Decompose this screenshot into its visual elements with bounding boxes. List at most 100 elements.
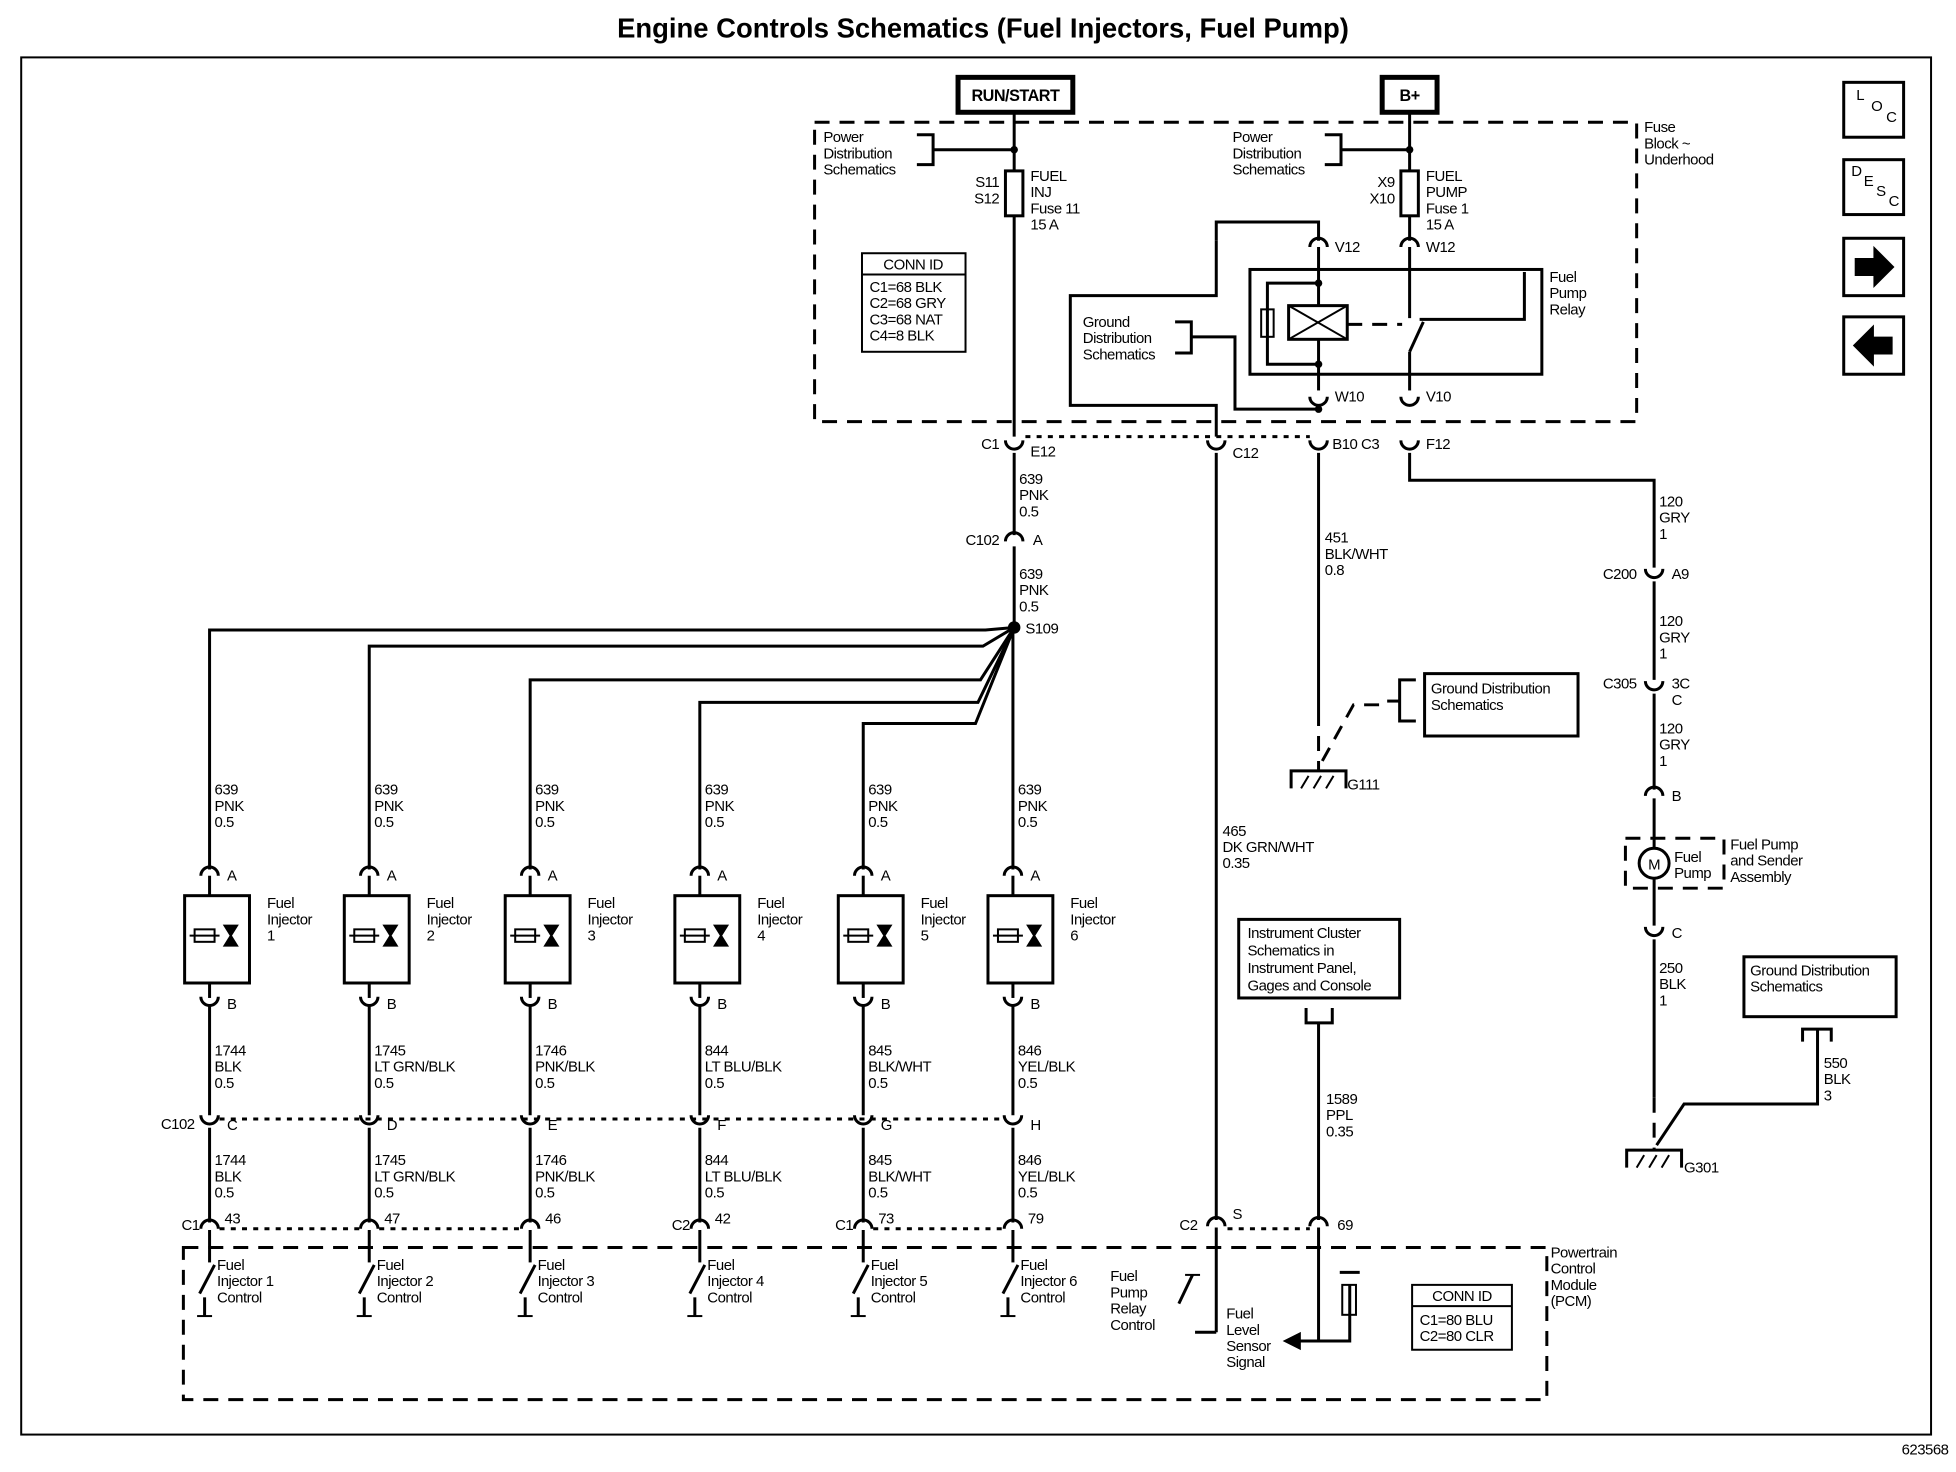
pcm-connector: C2 xyxy=(1179,1217,1197,1234)
wire-label: 0.5 xyxy=(535,1185,554,1202)
injector-label: Fuel xyxy=(588,895,615,912)
pcm-pin: 69 xyxy=(1337,1217,1353,1234)
power-distribution-label: Schematics xyxy=(1232,162,1304,179)
wire-label: PNK xyxy=(868,798,898,815)
instrument-cluster-label: Gages and Console xyxy=(1247,977,1371,994)
c102-pin: C xyxy=(227,1117,238,1134)
wire-label: BLK xyxy=(1824,1071,1851,1088)
injector-driver-switch-icon xyxy=(851,1264,870,1295)
wire-label: 0.5 xyxy=(374,814,393,831)
relay-label: Fuel xyxy=(1549,269,1576,286)
pin-c305: 3C xyxy=(1672,676,1691,693)
bracket xyxy=(1175,320,1193,355)
desc-button[interactable] xyxy=(1842,158,1906,217)
loc-letter: C xyxy=(1886,109,1897,126)
ground-hatch xyxy=(1300,775,1310,789)
wire-label: PNK xyxy=(535,798,565,815)
connector-female-icon xyxy=(1399,236,1420,248)
pin-c: C xyxy=(1672,925,1683,942)
pcm-pin: 46 xyxy=(545,1211,561,1228)
wire-label: PNK xyxy=(705,798,735,815)
injector-valve-icon xyxy=(543,924,560,947)
junction-dot xyxy=(1314,405,1323,413)
relay-control-label: Pump xyxy=(1110,1284,1147,1301)
injector-label: 1 xyxy=(267,928,275,945)
bracket xyxy=(1324,133,1343,167)
wire-label: 0.5 xyxy=(374,1185,393,1202)
next-button[interactable] xyxy=(1842,236,1906,298)
pin-a: A xyxy=(387,868,397,885)
relay-control-label: Fuel xyxy=(1110,1268,1137,1285)
injector-control-label: Control xyxy=(707,1289,752,1306)
wire-label: 1589 xyxy=(1326,1091,1357,1108)
injector-control-label: Fuel xyxy=(1020,1257,1047,1274)
connector-male-icon xyxy=(199,1115,220,1126)
wire-label: LT GRN/BLK xyxy=(374,1168,455,1185)
wire-label: 120 xyxy=(1659,493,1683,510)
connector-male-icon xyxy=(1308,396,1329,407)
coil-x xyxy=(1288,304,1348,341)
fuse-inj-label: 15 A xyxy=(1030,217,1058,234)
diode-loop xyxy=(1265,281,1319,366)
fuel-pump-label: Pump xyxy=(1674,865,1711,882)
connector-female-icon xyxy=(199,865,220,876)
wire xyxy=(1655,1029,1820,1146)
pin-a: A xyxy=(1030,868,1040,885)
prev-button[interactable] xyxy=(1842,315,1906,376)
wire-label: PNK xyxy=(215,798,245,815)
ground-label: G111 xyxy=(1347,777,1380,794)
injector-feed-wire xyxy=(698,626,1016,870)
injector-control-label: Control xyxy=(1020,1289,1065,1306)
wire-label: 1 xyxy=(1659,646,1667,663)
connector-female-icon xyxy=(853,1218,874,1229)
instrument-cluster-box xyxy=(1237,917,1402,1000)
wire-label: 0.8 xyxy=(1325,562,1344,579)
connector-female-icon xyxy=(1643,785,1665,797)
level-signal-label: Fuel xyxy=(1226,1306,1253,1323)
injector-label: Fuel xyxy=(1070,895,1097,912)
c102-pin: E xyxy=(548,1117,558,1134)
wire-label: 846 xyxy=(1018,1152,1042,1169)
pcm-label: Control xyxy=(1551,1261,1596,1278)
pin-c12: C12 xyxy=(1232,445,1258,462)
pcm-connector: C1 xyxy=(181,1217,199,1234)
injector-label: Fuel xyxy=(267,895,294,912)
fuse-pin: X9 xyxy=(1377,174,1394,191)
connector-female-icon xyxy=(1308,1216,1329,1227)
wire-label: 1746 xyxy=(535,1042,566,1059)
wire xyxy=(1320,703,1388,762)
pcm-conn-id-table xyxy=(1411,1283,1513,1351)
conn-id-row: C4=8 BLK xyxy=(869,328,934,345)
fuse-inj-label: Fuse 11 xyxy=(1030,200,1080,217)
injector-driver-switch-icon xyxy=(688,1264,707,1295)
connector-male-icon xyxy=(1643,926,1665,938)
wire-label: 0.5 xyxy=(374,1075,393,1092)
injector-label: Fuel xyxy=(921,895,948,912)
connector-male-icon xyxy=(1002,1115,1024,1126)
pin-b: B xyxy=(881,996,891,1013)
ground-hatch xyxy=(1312,775,1322,789)
injector-valve-icon xyxy=(712,924,730,947)
wire-label: BLK xyxy=(215,1059,242,1076)
injector-control-label: Injector 3 xyxy=(538,1273,595,1290)
wire-label: GRY xyxy=(1659,737,1690,754)
conn-c305: C305 xyxy=(1603,676,1637,693)
wire-label: PNK/BLK xyxy=(535,1168,595,1185)
wire-label: 845 xyxy=(868,1152,892,1169)
injector-control-label: Fuel xyxy=(377,1257,404,1274)
injector-label: Injector xyxy=(757,911,803,928)
wire-label: 639 xyxy=(1018,782,1042,799)
fuse-pump-label: Fuse 1 xyxy=(1426,200,1469,217)
injector-valve-icon xyxy=(876,924,893,947)
injector-control-label: Control xyxy=(217,1289,262,1306)
loc-button[interactable] xyxy=(1842,80,1906,139)
level-signal-label: Sensor xyxy=(1226,1338,1271,1355)
fuel-pump-label: Fuel xyxy=(1674,849,1701,866)
conn-c102: C102 xyxy=(161,1116,195,1133)
fuse-block-outline xyxy=(813,120,1639,424)
wire-label: 0.5 xyxy=(868,814,887,831)
injector-control-label: Fuel xyxy=(707,1257,734,1274)
ground-label: G301 xyxy=(1684,1160,1719,1177)
ground-g301-icon xyxy=(1625,1148,1684,1168)
fuse-block-label: Underhood xyxy=(1644,152,1714,169)
